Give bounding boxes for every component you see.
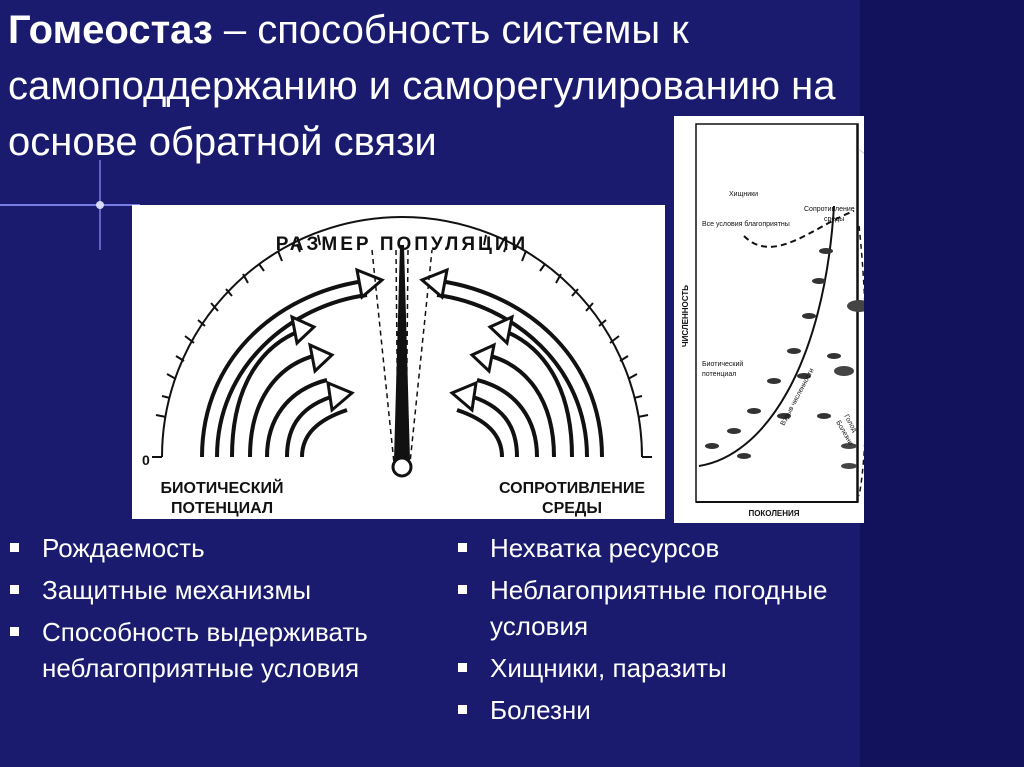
gauge-tick-ring <box>152 216 652 458</box>
list-item-text: Болезни <box>490 695 591 725</box>
resistance-small-label-line2: среды <box>824 216 844 223</box>
population-gauge-diagram: РАЗМЕР ПОПУЛЯЦИИ 0 БИОТИЧЕСКИЙ ПОТЕНЦИАЛ… <box>132 205 665 519</box>
biotic-potential-small-label-line2: потенциал <box>702 371 736 378</box>
environment-resistance-label-line1: СОПРОТИВЛЕНИЕ <box>499 480 645 497</box>
population-gauge-figure: РАЗМЕР ПОПУЛЯЦИИ 0 БИОТИЧЕСКИЙ ПОТЕНЦИАЛ… <box>142 216 652 517</box>
left-arrowheads <box>289 267 385 413</box>
square-bullet-icon <box>458 663 467 672</box>
square-bullet-icon <box>458 543 467 552</box>
square-bullet-icon <box>10 585 19 594</box>
resistance-small-label-line1: Сопротивление <box>804 206 855 213</box>
illustration-frame <box>695 123 859 503</box>
list-item: Хищники, паразиты <box>452 650 872 686</box>
biotic-potential-factors-list: Рождаемость Защитные механизмы Способнос… <box>4 530 444 692</box>
biotic-potential-label-line2: ПОТЕНЦИАЛ <box>171 500 273 517</box>
eagle-icon <box>854 146 894 171</box>
light-flare-center <box>96 201 104 209</box>
gauge-needle <box>371 245 433 478</box>
wolf-icon <box>834 366 854 376</box>
list-item-text: Нехватка ресурсов <box>490 533 720 563</box>
predators-label: Хищники <box>729 191 758 198</box>
abundance-axis-label: ЧИСЛЕННОСТЬ <box>681 285 690 347</box>
left-growth-arrows <box>200 278 373 458</box>
title-term: Гомеостаз <box>8 8 213 52</box>
list-item: Защитные механизмы <box>4 572 444 608</box>
environment-resistance-label-line2: СРЕДЫ <box>542 500 602 517</box>
generations-axis-label: ПОКОЛЕНИЯ <box>748 509 799 518</box>
gauge-title-label: РАЗМЕР ПОПУЛЯЦИИ <box>276 234 528 255</box>
slide-title: Гомеостаз – способность системы к самопо… <box>8 2 948 170</box>
title-definition: – способность системы к самоподдержанию … <box>8 8 836 164</box>
square-bullet-icon <box>10 627 19 636</box>
list-item-text: Способность выдерживать неблагоприятные … <box>42 617 368 683</box>
favorable-conditions-label: Все условия благоприятны <box>702 220 790 228</box>
population-growth-illustration: ЧИСЛЕННОСТЬ ПОКОЛЕНИЯ Все услов <box>674 116 894 523</box>
right-arrowheads <box>419 267 515 413</box>
gauge-zero-label: 0 <box>142 452 150 468</box>
list-item-text: Неблагоприятные погодные условия <box>490 575 828 641</box>
right-resistance-arrows <box>431 278 604 458</box>
exponential-growth-curve <box>698 205 835 467</box>
environment-resistance-factors-list: Нехватка ресурсов Неблагоприятные погодн… <box>452 530 872 734</box>
biotic-potential-label-line1: БИОТИЧЕСКИЙ <box>161 478 284 497</box>
biotic-potential-small-label-line1: Биотический <box>702 360 743 368</box>
list-item: Нехватка ресурсов <box>452 530 872 566</box>
list-item: Неблагоприятные погодные условия <box>452 572 872 644</box>
population-growth-figure: ЧИСЛЕННОСТЬ ПОКОЛЕНИЯ Все услов <box>681 123 894 518</box>
square-bullet-icon <box>458 585 467 594</box>
decline-curve <box>858 225 868 497</box>
list-item-text: Рождаемость <box>42 533 205 563</box>
list-item-text: Хищники, паразиты <box>490 653 727 683</box>
list-item-text: Защитные механизмы <box>42 575 312 605</box>
animal-silhouettes <box>705 248 841 459</box>
list-item: Способность выдерживать неблагоприятные … <box>4 614 444 686</box>
list-item: Болезни <box>452 692 872 728</box>
square-bullet-icon <box>10 543 19 552</box>
list-item: Рождаемость <box>4 530 444 566</box>
fox-icon <box>847 300 871 312</box>
resistance-curve <box>743 210 855 248</box>
square-bullet-icon <box>458 705 467 714</box>
